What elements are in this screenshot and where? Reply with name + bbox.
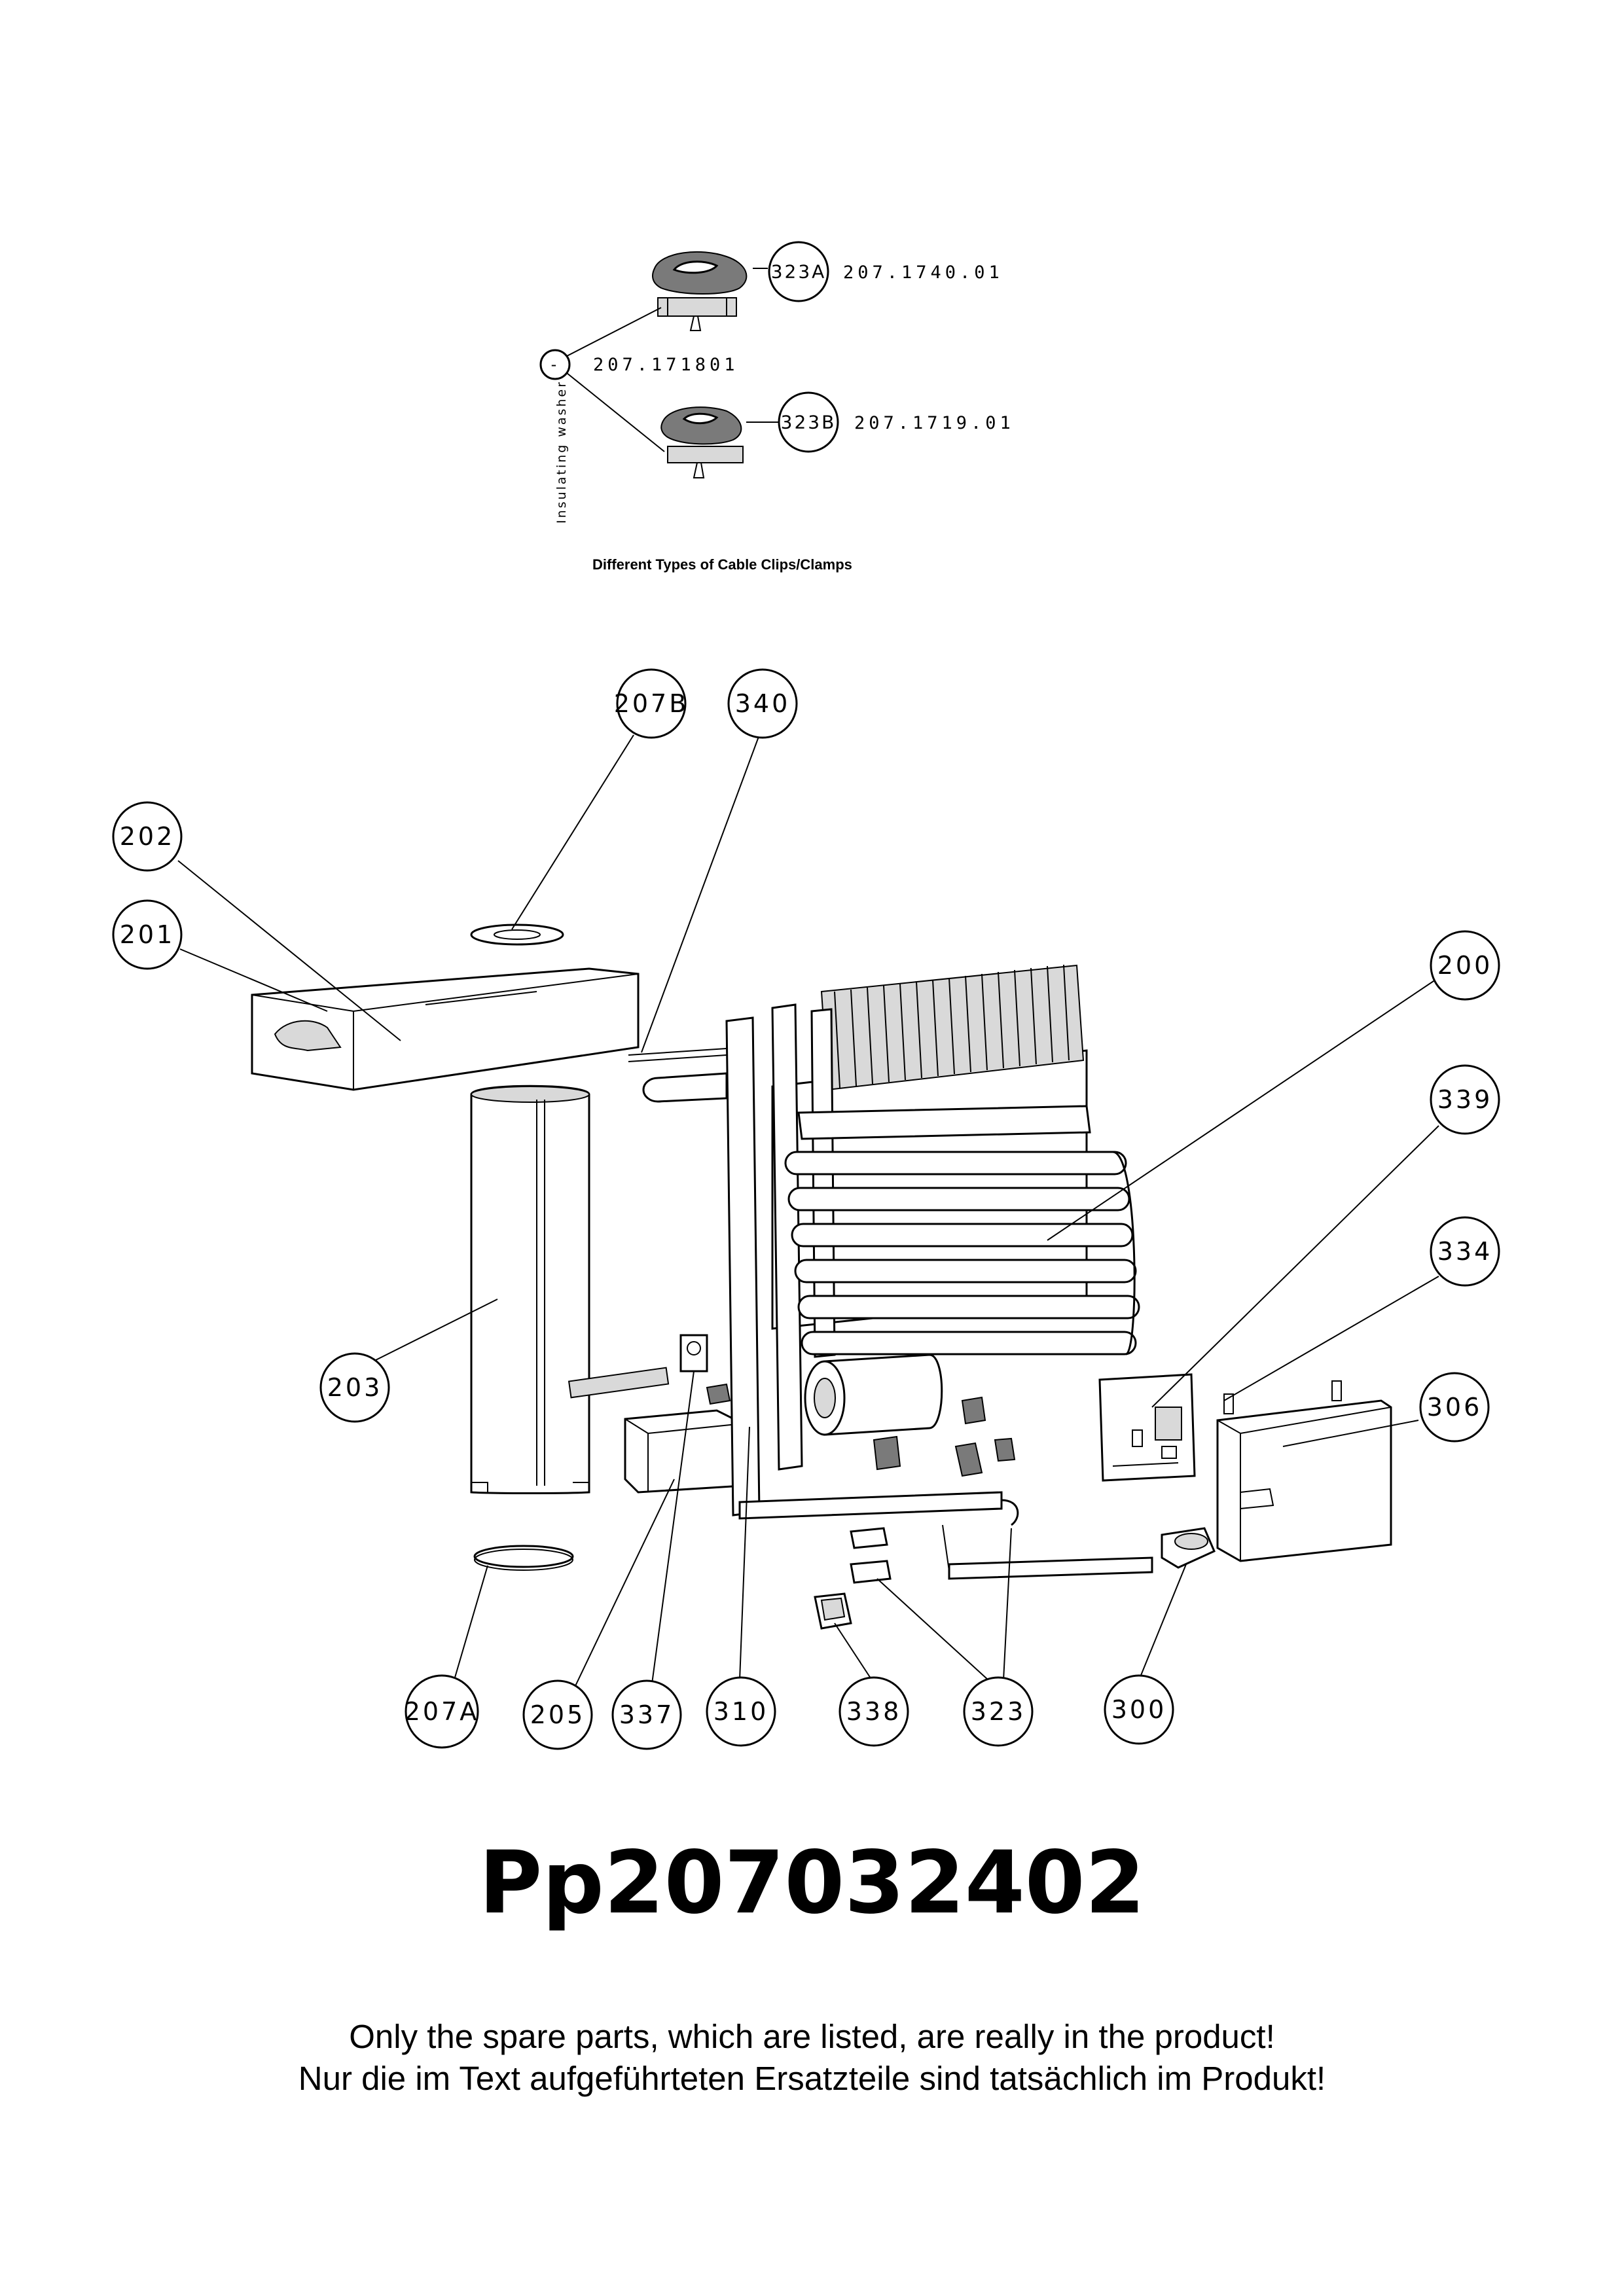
callout-203-label: 203 bbox=[327, 1373, 383, 1402]
callout-207b bbox=[616, 668, 687, 739]
callout-200 bbox=[1430, 930, 1500, 1001]
callout-205-label: 205 bbox=[530, 1700, 586, 1729]
part-207b-ring bbox=[470, 924, 564, 946]
callout-202-label: 202 bbox=[120, 822, 175, 851]
callout-310 bbox=[706, 1676, 776, 1747]
callout-323-label: 323 bbox=[971, 1697, 1026, 1726]
model-number: Pp207032402 bbox=[478, 1833, 1146, 1933]
callout-306-label: 306 bbox=[1427, 1393, 1483, 1422]
note-english: Only the spare parts, which are listed, … bbox=[349, 2018, 1275, 2055]
clip-detail-caption: Different Types of Cable Clips/Clamps bbox=[592, 556, 852, 573]
callout-207b-label: 207B bbox=[614, 689, 689, 718]
part-number-323b: 207.1719.01 bbox=[854, 413, 1015, 433]
note-german: Nur die im Text aufgeführteten Ersatztei… bbox=[298, 2060, 1326, 2097]
part-number-323a: 207.1740.01 bbox=[843, 262, 1003, 283]
callout-washer bbox=[539, 349, 571, 380]
callout-201-label: 201 bbox=[120, 920, 175, 949]
callout-337 bbox=[611, 1679, 682, 1750]
callout-339 bbox=[1430, 1064, 1500, 1135]
callout-205 bbox=[522, 1679, 593, 1750]
part-337-bracket bbox=[568, 1334, 731, 1405]
callout-334 bbox=[1430, 1216, 1500, 1287]
callout-323b-label: 323B bbox=[781, 412, 837, 433]
washer-label: Insulating washer bbox=[554, 380, 569, 524]
part-205-tray bbox=[624, 1409, 744, 1494]
callout-306 bbox=[1419, 1372, 1490, 1443]
part-306-control-box bbox=[1216, 1380, 1392, 1562]
part-338-clip bbox=[814, 1592, 852, 1630]
boiler-assembly bbox=[804, 1354, 943, 1436]
part-number-washer: 207.171801 bbox=[593, 355, 739, 375]
leader-lines bbox=[177, 734, 1439, 1689]
callout-300-label: 300 bbox=[1111, 1695, 1167, 1724]
callout-340 bbox=[727, 668, 798, 739]
part-203-column bbox=[470, 1085, 590, 1494]
main-exploded-view: 207B 340 202 201 200 339 334 203 306 207… bbox=[112, 668, 1500, 1750]
part-300-cable-connector bbox=[1161, 1527, 1216, 1569]
part-323-clips bbox=[850, 1527, 892, 1584]
clip-323b-drawing bbox=[660, 406, 744, 478]
callout-323b bbox=[778, 391, 839, 453]
callout-207a bbox=[405, 1674, 479, 1749]
part-200-cooling-unit bbox=[725, 964, 1153, 1580]
callout-338-label: 338 bbox=[846, 1697, 902, 1726]
callout-339-label: 339 bbox=[1437, 1085, 1493, 1114]
callout-200-label: 200 bbox=[1437, 951, 1493, 980]
callout-323 bbox=[963, 1676, 1034, 1747]
callout-201 bbox=[112, 899, 183, 970]
callout-340-label: 340 bbox=[735, 689, 791, 718]
callout-bubbles: 207B 340 202 201 200 339 334 203 306 207… bbox=[112, 668, 1500, 1750]
callout-337-label: 337 bbox=[619, 1700, 675, 1729]
callout-310-label: 310 bbox=[713, 1697, 769, 1726]
callout-washer-label: - bbox=[551, 355, 560, 374]
callout-300 bbox=[1104, 1674, 1174, 1745]
callout-338 bbox=[839, 1676, 909, 1747]
cable-clip-detail: 323A 207.1740.01 - 207.171801 Insulating… bbox=[539, 241, 1015, 573]
callout-203 bbox=[319, 1352, 390, 1423]
part-201-202-top-cover bbox=[251, 967, 640, 1091]
part-340-tube bbox=[628, 1047, 747, 1103]
callout-207a-label: 207A bbox=[405, 1697, 480, 1726]
clip-323a-drawing bbox=[652, 251, 748, 331]
callout-334-label: 334 bbox=[1437, 1237, 1493, 1266]
callout-323a bbox=[768, 241, 829, 302]
part-207a-disc bbox=[473, 1545, 574, 1571]
callout-323a-label: 323A bbox=[771, 261, 827, 283]
part-339-board bbox=[1098, 1373, 1196, 1482]
callout-202 bbox=[112, 801, 183, 872]
